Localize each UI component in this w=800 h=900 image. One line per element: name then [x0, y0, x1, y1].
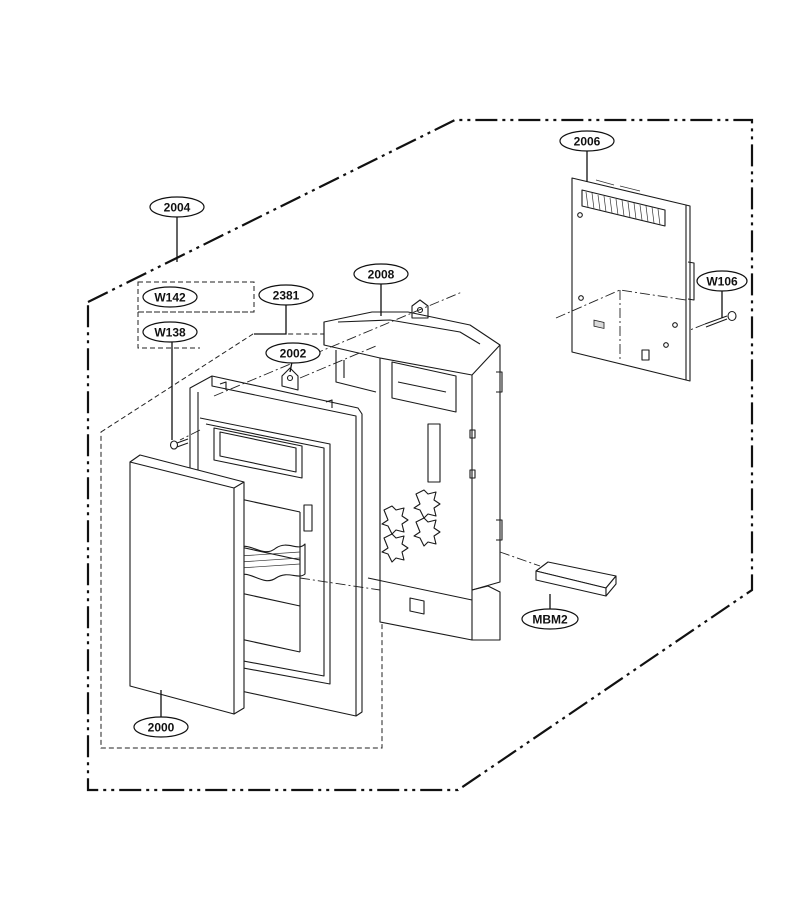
callout-2002-label: 2002 — [280, 347, 307, 361]
callout-w142-label: W142 — [154, 291, 186, 305]
callout-2004-label: 2004 — [164, 201, 191, 215]
axis-lines — [179, 291, 541, 591]
screw-w138 — [169, 438, 189, 450]
pcb-board — [555, 177, 695, 382]
screw-w106 — [689, 310, 737, 331]
callout-mbm2: MBM2 — [521, 608, 579, 630]
callout-w106-label: W106 — [706, 275, 738, 289]
callout-2381-label: 2381 — [273, 289, 300, 303]
leader-2002 — [289, 361, 293, 373]
control-frame — [323, 299, 503, 641]
callout-2006: 2006 — [559, 130, 615, 152]
callout-w142: W142 — [142, 286, 198, 308]
callout-2000-label: 2000 — [148, 721, 175, 735]
callout-w138: W138 — [142, 321, 198, 343]
callout-2000: 2000 — [133, 716, 189, 738]
callout-mbm2-label: MBM2 — [532, 613, 568, 627]
callout-w106: W106 — [696, 270, 748, 292]
callout-2002: 2002 — [265, 342, 321, 364]
callout-2004: 2004 — [149, 196, 205, 218]
assembly-boundary — [86, 118, 754, 792]
membrane-cover — [129, 454, 245, 715]
hardware-box-w138 — [137, 311, 254, 349]
callout-2381: 2381 — [258, 284, 314, 306]
part-mbm2 — [535, 561, 617, 597]
callout-2008: 2008 — [353, 263, 409, 285]
leader-2381 — [254, 304, 287, 335]
callout-2008-label: 2008 — [368, 268, 395, 282]
callout-w138-label: W138 — [154, 326, 186, 340]
callout-2006-label: 2006 — [574, 135, 601, 149]
